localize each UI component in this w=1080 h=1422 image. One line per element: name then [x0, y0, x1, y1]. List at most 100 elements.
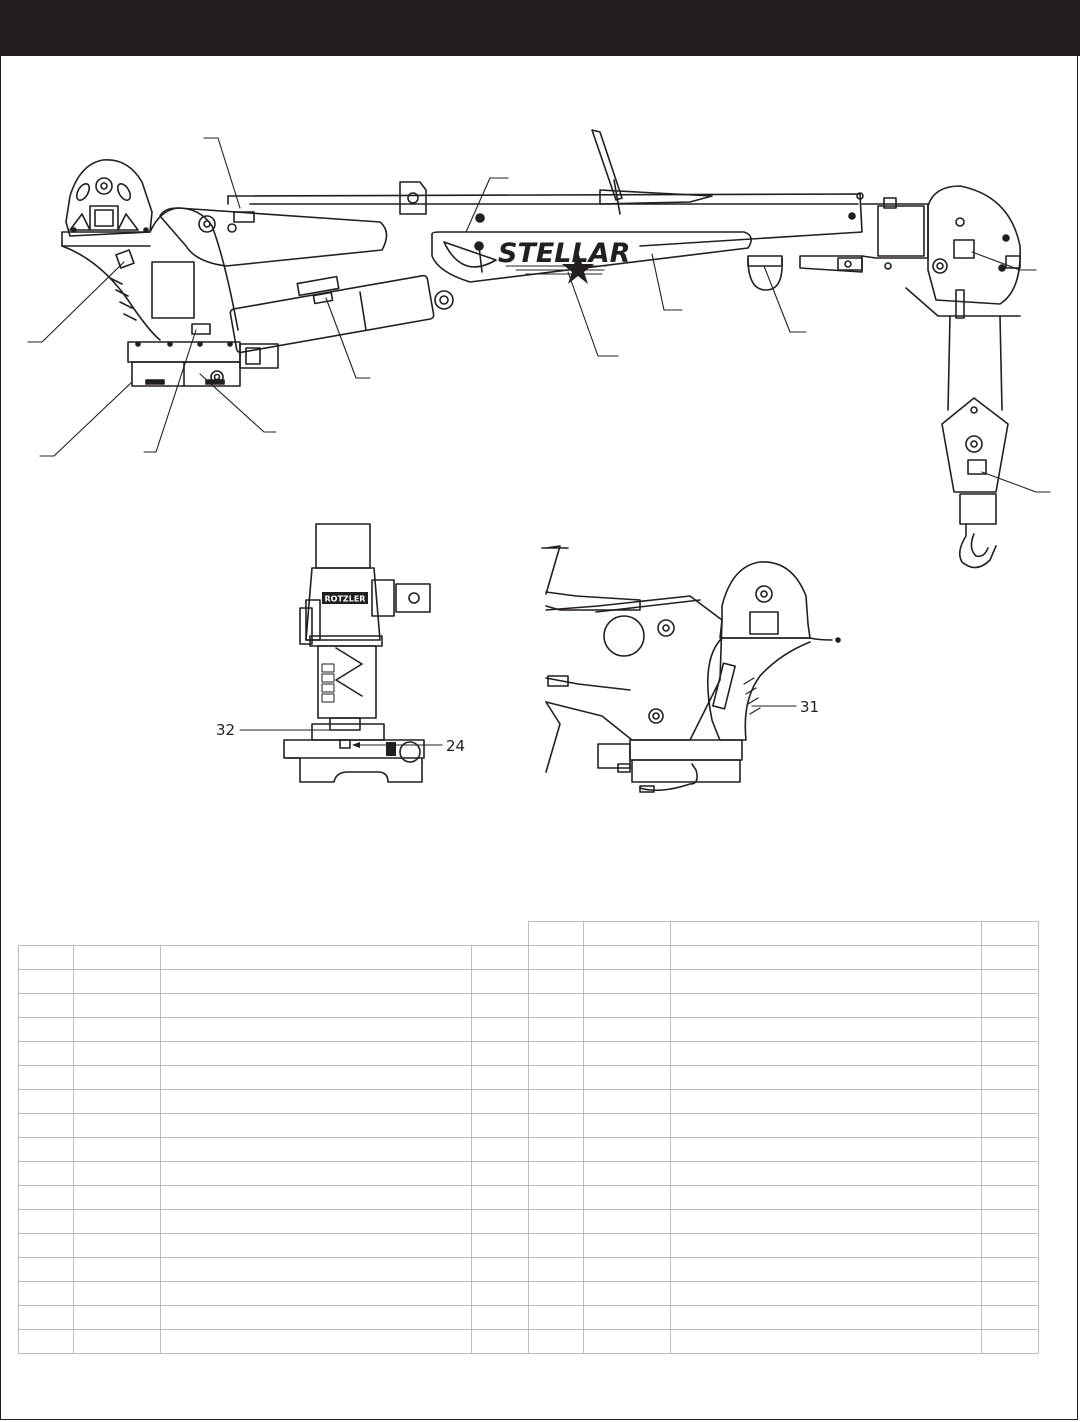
table-row [528, 945, 1039, 970]
hook-block [941, 315, 1009, 569]
table-cell [471, 1257, 529, 1282]
table-cell [528, 1065, 584, 1090]
table-cell [528, 1137, 584, 1162]
table-cell [73, 1329, 161, 1354]
table-cell [471, 993, 529, 1018]
table-cell [73, 1257, 161, 1282]
table-row [528, 1065, 1039, 1090]
table-cell [670, 993, 982, 1018]
table-cell [73, 969, 161, 994]
table-row [18, 1065, 529, 1090]
table-cell [73, 993, 161, 1018]
table-cell [471, 1305, 529, 1330]
table-cell [981, 1113, 1039, 1138]
table-row [528, 1137, 1039, 1162]
table-cell [471, 1089, 529, 1114]
table-cell [160, 1305, 472, 1330]
table-cell [583, 1281, 671, 1306]
table-cell [18, 1305, 74, 1330]
table-row [528, 1113, 1039, 1138]
table-cell [528, 969, 584, 994]
table-cell [471, 1209, 529, 1234]
table-cell [670, 1281, 982, 1306]
table-cell [73, 1233, 161, 1258]
table-cell [471, 1329, 529, 1354]
crane-technical-drawing: STELLAR ROTZLER [27, 129, 1051, 793]
table-cell [18, 1065, 74, 1090]
table-row [18, 1209, 529, 1234]
callout-24: 24 [446, 737, 465, 755]
table-cell [583, 1185, 671, 1210]
table-cell [981, 1257, 1039, 1282]
table-row [528, 993, 1039, 1018]
table-cell [160, 1041, 472, 1066]
table-cell [160, 1089, 472, 1114]
table-cell [18, 993, 74, 1018]
table-cell [18, 1233, 74, 1258]
table-cell [160, 969, 472, 994]
table-cell [670, 945, 982, 970]
table-cell [670, 1305, 982, 1330]
table-cell [981, 1137, 1039, 1162]
table-cell [583, 1041, 671, 1066]
table-cell [528, 1281, 584, 1306]
table-cell [73, 1209, 161, 1234]
table-cell [670, 1185, 982, 1210]
table-cell [583, 1209, 671, 1234]
table-cell [471, 945, 529, 970]
parts-table-right [528, 921, 1039, 1354]
table-row [18, 1161, 529, 1186]
table-cell [73, 1281, 161, 1306]
table-cell [670, 969, 982, 994]
table-cell [981, 1089, 1039, 1114]
table-cell [73, 1089, 161, 1114]
table-cell [18, 1209, 74, 1234]
header-bar [0, 0, 1080, 56]
table-cell [471, 1161, 529, 1186]
table-cell [670, 1209, 982, 1234]
table-cell [73, 1161, 161, 1186]
table-cell [73, 1305, 161, 1330]
table-row [528, 969, 1039, 994]
table-cell [528, 1329, 584, 1354]
table-cell [583, 945, 671, 970]
crane-front-view: ROTZLER 32 24 [216, 523, 465, 783]
table-cell [160, 1233, 472, 1258]
table-cell [73, 1137, 161, 1162]
table-row [18, 1233, 529, 1258]
table-cell [18, 1257, 74, 1282]
table-cell [528, 1233, 584, 1258]
table-cell [471, 1113, 529, 1138]
table-cell [981, 1065, 1039, 1090]
table-cell [670, 1089, 982, 1114]
table-cell [670, 1041, 982, 1066]
inner-boom [159, 207, 388, 267]
table-cell [160, 1257, 472, 1282]
mast-plate [61, 207, 239, 384]
table-cell [73, 945, 161, 970]
table-cell [18, 1017, 74, 1042]
callout-leaders-side-view [27, 137, 1051, 493]
table-cell [981, 969, 1039, 994]
table-cell [471, 1017, 529, 1042]
table-cell [981, 1185, 1039, 1210]
table-cell [583, 1113, 671, 1138]
table-cell [981, 993, 1039, 1018]
table-row [528, 1209, 1039, 1234]
table-cell [670, 1329, 982, 1354]
table-cell [583, 1017, 671, 1042]
main-boom [227, 129, 929, 310]
winch-drum [65, 159, 153, 237]
table-cell [583, 1329, 671, 1354]
table-row [528, 1257, 1039, 1282]
table-cell [981, 1305, 1039, 1330]
table-cell [670, 1137, 982, 1162]
table-cell [981, 1209, 1039, 1234]
table-row [18, 1329, 529, 1354]
table-cell [471, 1185, 529, 1210]
table-cell [528, 1017, 584, 1042]
table-row [528, 1281, 1039, 1306]
table-cell [160, 1017, 472, 1042]
table-row [18, 993, 529, 1018]
table-row [528, 1161, 1039, 1186]
